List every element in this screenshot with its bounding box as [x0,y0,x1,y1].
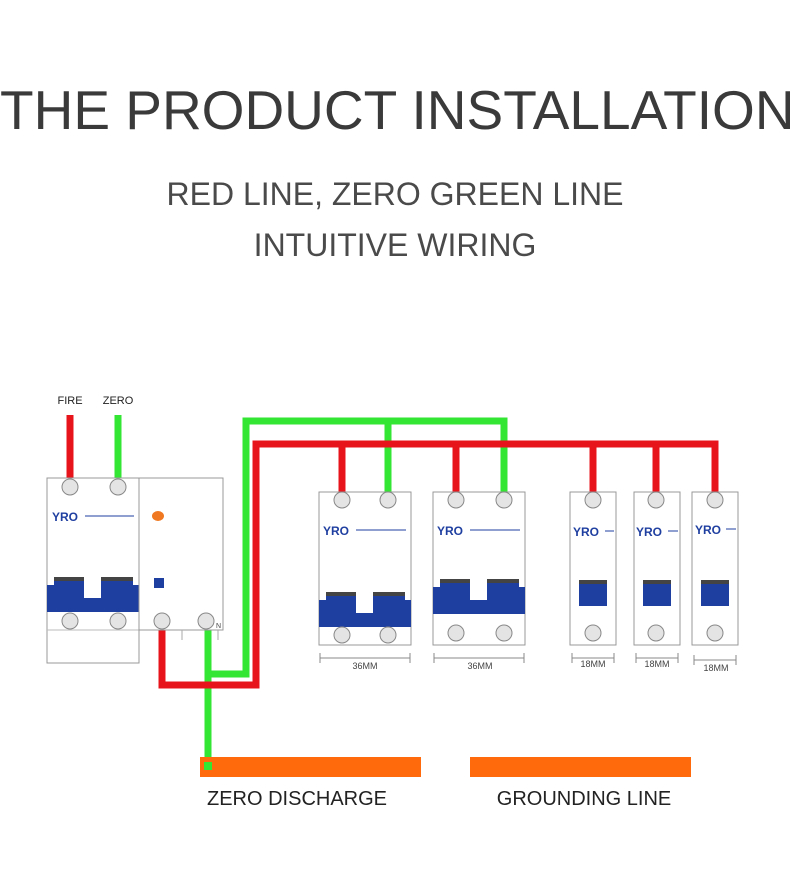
subtitle-line-1: RED LINE, ZERO GREEN LINE [166,176,624,212]
surge-module: N [138,477,224,640]
zero-discharge-label: ZERO DISCHARGE [207,788,387,810]
zero-bus-wire [204,417,508,678]
fire-wires [66,415,719,689]
fire-label: FIRE [57,395,82,407]
terminal-icon [109,612,127,630]
width-label: 18MM [703,663,728,673]
branch-breaker-18mm-1: YRO [569,491,617,646]
brand-label: YRO [437,524,463,538]
page-title: THE PRODUCT INSTALLATION [0,79,790,141]
zero-label: ZERO [103,395,134,407]
breaker-handle [433,579,525,614]
breaker-handle [47,577,139,612]
breaker-handle [579,580,607,606]
brand-label: YRO [636,525,662,539]
dimension-18mm-3 [693,655,737,665]
width-label: 36MM [352,661,377,671]
indicator-light [152,511,164,521]
fire-bus-wire [158,440,719,689]
dimension-36mm-2 [433,653,525,663]
dimension-18mm-1 [571,653,615,663]
breaker-handle [643,580,671,606]
width-label: 18MM [644,659,669,669]
zero-discharge-busbar [200,757,421,777]
n-terminal-label: N [216,623,221,630]
zero-wires [114,415,508,765]
grounding-busbar [470,757,691,777]
terminal-icon [109,478,127,496]
brand-label: YRO [573,525,599,539]
branch-breaker-18mm-3: YRO [691,491,739,646]
dimension-36mm-1 [319,653,411,663]
branch-breaker-36mm-2: YRO [432,491,526,646]
brand-label: YRO [695,523,721,537]
terminal-icon [61,612,79,630]
dimension-18mm-2 [635,653,679,663]
brand-label: YRO [323,524,349,538]
branch-breaker-18mm-2: YRO [633,491,681,646]
terminal-icon [61,478,79,496]
subtitle-line-2: INTUITIVE WIRING [253,227,537,263]
brand-label: YRO [52,510,78,524]
width-label: 18MM [580,659,605,669]
terminal-icon [197,612,215,630]
width-label: 36MM [467,661,492,671]
terminal-icon [153,612,171,630]
branch-breaker-36mm-1: YRO [318,491,412,646]
status-window [154,578,164,588]
breaker-handle [319,592,411,627]
grounding-line-label: GROUNDING LINE [497,788,671,810]
main-breaker: YRO [46,477,140,664]
breaker-handle [701,580,729,606]
